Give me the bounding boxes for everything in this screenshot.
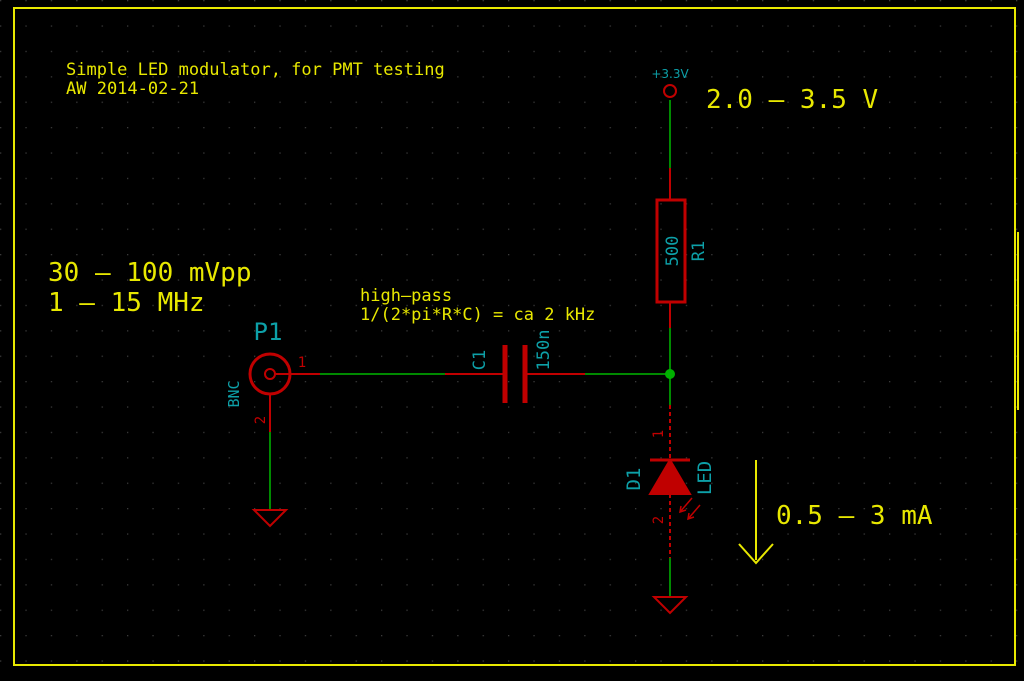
power-label: +3.3V — [651, 67, 689, 81]
highpass-note: high—pass — [360, 286, 452, 306]
title-line2: AW 2014-02-21 — [66, 79, 199, 99]
input-frequency-note: 1 — 15 MHz — [48, 288, 205, 318]
voltage-range-note: 2.0 — 3.5 V — [706, 85, 878, 115]
d1-reference: D1 — [623, 468, 645, 491]
p1-reference: P1 — [254, 318, 283, 346]
c1-reference: C1 — [470, 350, 490, 370]
connector-p1-bnc: P1 BNC 1 2 — [225, 318, 320, 432]
ground-symbol-d1 — [651, 596, 689, 615]
p1-value: BNC — [225, 380, 243, 407]
d1-value: LED — [694, 461, 716, 495]
cutoff-formula-note: 1/(2*pi*R*C) = ca 2 kHz — [360, 305, 595, 325]
title-line1: Simple LED modulator, for PMT testing — [66, 60, 445, 80]
ground-symbol-p1 — [251, 509, 289, 528]
r1-value: 500 — [663, 236, 683, 267]
p1-pin1-number: 1 — [298, 355, 306, 371]
d1-pin2-number: 2 — [651, 516, 667, 524]
current-arrow-icon — [738, 460, 774, 565]
current-range-note: 0.5 — 3 mA — [776, 501, 933, 531]
power-symbol-3v3: +3.3V — [651, 67, 689, 98]
c1-value: 150n — [534, 330, 554, 371]
d1-pin1-number: 1 — [651, 430, 667, 438]
r1-reference: R1 — [689, 241, 709, 261]
led-emission-arrows-icon — [679, 497, 701, 521]
led-d1: D1 LED 1 2 — [623, 405, 716, 558]
sheet-border — [13, 7, 1016, 666]
resistor-r1: 500 R1 — [655, 168, 709, 328]
wire-junction — [665, 369, 675, 379]
wires — [269, 100, 671, 597]
p1-pin2-number: 2 — [253, 416, 269, 424]
input-amplitude-note: 30 — 100 mVpp — [48, 258, 252, 288]
capacitor-c1: C1 150n — [445, 330, 585, 403]
